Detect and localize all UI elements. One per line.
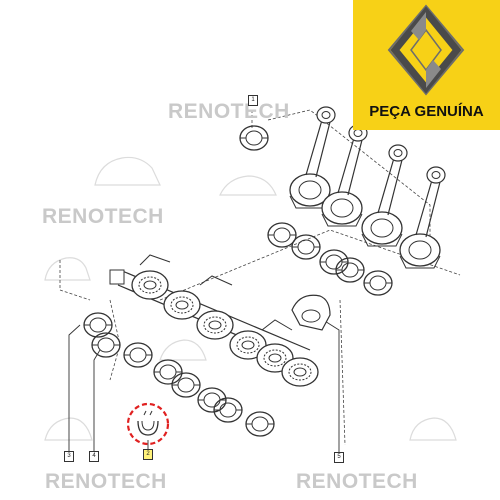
watermark-text: RENOTECH — [42, 205, 164, 228]
genuine-part-badge: PEÇA GENUÍNA — [353, 0, 500, 130]
connecting-rod — [289, 106, 336, 209]
connecting-rod — [399, 166, 446, 269]
crankshaft — [109, 254, 319, 387]
highlight-ring — [126, 402, 170, 446]
callout-label-2: 2 — [143, 449, 153, 460]
watermark-text: RENOTECH — [168, 100, 290, 123]
thrust-washer — [291, 294, 331, 331]
renault-diamond-logo-icon — [387, 4, 465, 96]
callout-label-3: 3 — [64, 451, 74, 462]
watermark-text: RENOTECH — [45, 470, 167, 493]
watermark-text: RENOTECH — [296, 470, 418, 493]
callout-label-5: 5 — [334, 452, 344, 463]
car-silhouette-faint — [44, 156, 457, 441]
callout-label-4: 4 — [89, 451, 99, 462]
thrust-bearing-item-2 — [137, 410, 159, 436]
bearing-shell-item-1 — [239, 125, 269, 151]
callout-label-1: 1 — [248, 95, 258, 106]
connecting-rod — [321, 124, 368, 227]
genuine-part-label: PEÇA GENUÍNA — [369, 103, 484, 120]
connecting-rod — [361, 144, 408, 247]
